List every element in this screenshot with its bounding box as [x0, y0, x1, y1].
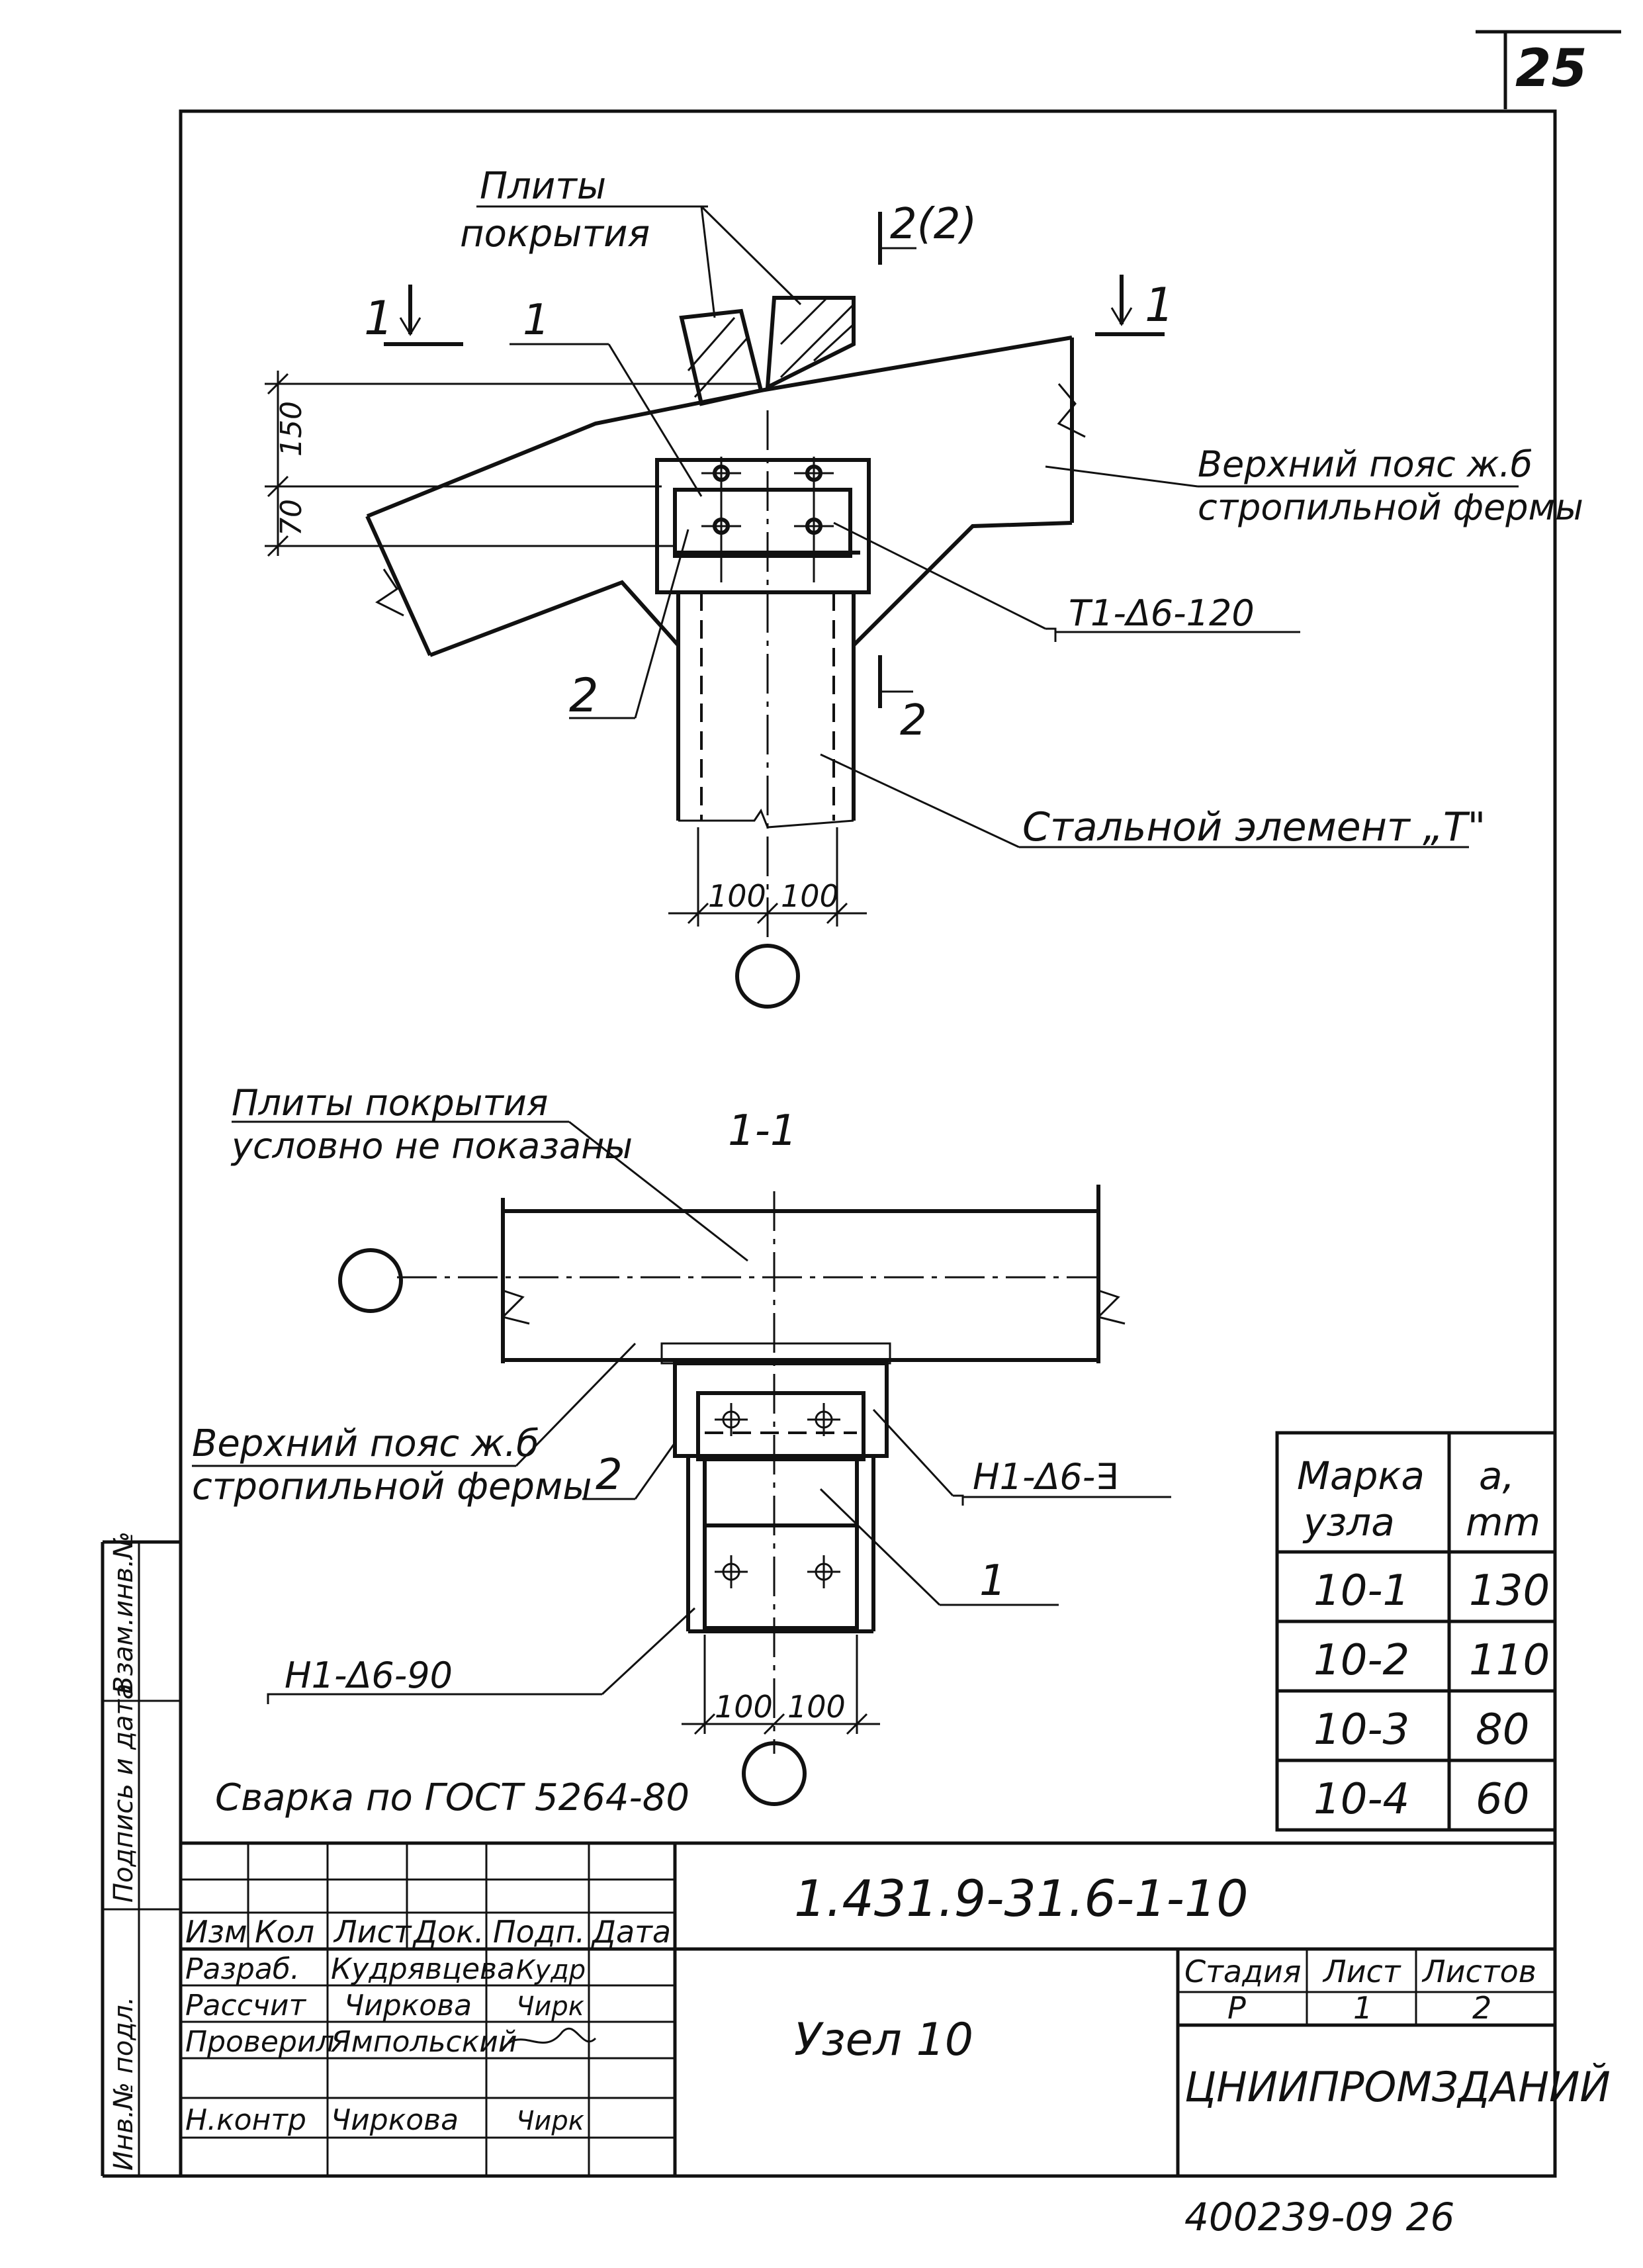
- side-stamp: Взам.инв.№ Подпись и дата Инв.№ подл.: [109, 1531, 139, 2171]
- role: Рассчит: [185, 1989, 306, 2022]
- dim-150: 150: [275, 401, 308, 457]
- footer-code: 400239-09 26: [1184, 2195, 1454, 2240]
- node-name: Узел 10: [794, 2014, 973, 2066]
- label-plates-1: Плиты: [480, 165, 606, 208]
- td-a: 60: [1476, 1775, 1529, 1824]
- weld-note: Сварка по ГОСТ 5264-80: [215, 1776, 689, 1819]
- th-mark-2: узла: [1302, 1500, 1395, 1545]
- signature: Чирк: [516, 2106, 584, 2136]
- th-sheet: Лист: [1322, 1954, 1401, 1989]
- th-sheets: Листов: [1421, 1954, 1536, 1989]
- label-chord-sec-1: Верхний пояс ж.б: [192, 1422, 539, 1465]
- label-chord-top-1: Верхний пояс ж.б: [1198, 443, 1532, 485]
- th-podp: Подп.: [493, 1914, 585, 1950]
- td-mark: 10-1: [1313, 1566, 1409, 1615]
- drawing-frame: [101, 109, 1557, 2178]
- cover-plates: [679, 296, 856, 406]
- dim-70: 70: [275, 499, 308, 536]
- title-block: Изм Кол Лист Док. Подп. Дата Разраб. Куд…: [181, 1841, 1611, 2176]
- label-h1-a: Н1-Δ6-∃: [973, 1456, 1118, 1498]
- section-1-1: 1-1 Плиты покрытия условно не показаны: [192, 1082, 1171, 1806]
- person: Чиркова: [344, 1989, 472, 2022]
- stamp-replaced: Взам.инв.№: [109, 1531, 139, 1694]
- axis-bubble-bottom: [742, 1741, 807, 1806]
- person: Кудрявцева: [331, 1952, 515, 1986]
- person: Чиркова: [331, 2103, 459, 2137]
- label-steel: Стальной элемент „Т": [1022, 804, 1486, 850]
- stage-value: Р: [1227, 1990, 1246, 2026]
- label-t1: Т1-Δ6-120: [1069, 592, 1255, 634]
- label-chord-top-2: стропильной фермы: [1198, 486, 1583, 528]
- sheets-value: 2: [1472, 1990, 1491, 2026]
- section-title: 1-1: [728, 1107, 797, 1156]
- label-plates-2: покрытия: [460, 212, 650, 255]
- pos-1-top: 1: [523, 296, 550, 345]
- label-h1-b: Н1-Δ6-90: [285, 1655, 453, 1696]
- stamp-signature: Подпись и дата: [109, 1684, 139, 1903]
- axis-bubble-left: [338, 1248, 403, 1313]
- signature: Чирк: [516, 1991, 584, 2022]
- section-2-bottom: 2: [900, 696, 927, 745]
- td-a: 130: [1469, 1566, 1550, 1615]
- sheet-number: 25: [1515, 39, 1587, 99]
- td-mark: 10-4: [1313, 1775, 1409, 1824]
- td-mark: 10-3: [1313, 1705, 1409, 1754]
- th-dok: Док.: [412, 1914, 484, 1950]
- th-stage: Стадия: [1184, 1954, 1301, 1989]
- pos-2-sec: 2: [596, 1451, 623, 1500]
- role: Н.контр: [185, 2103, 306, 2137]
- axis-bubble-top: [735, 944, 800, 1009]
- th-izm: Изм: [185, 1914, 247, 1950]
- bolts-section: [715, 1403, 840, 1588]
- td-a: 80: [1476, 1705, 1529, 1754]
- role: Проверил: [185, 2025, 335, 2059]
- dim-100-top-b: 100: [781, 878, 839, 914]
- td-mark: 10-2: [1313, 1636, 1409, 1685]
- th-mark-1: Марка: [1297, 1453, 1425, 1498]
- th-data: Дата: [591, 1914, 671, 1950]
- doc-code: 1.431.9-31.6-1-10: [794, 1869, 1249, 1928]
- signature-scribble: [502, 2027, 597, 2049]
- node-table: Марка узла a, mm 10-1 130 10-2 110 10-3 …: [1275, 1431, 1557, 1832]
- section-1-right: 1: [1145, 278, 1175, 332]
- dim-100-sec-a: 100: [715, 1689, 773, 1725]
- role: Разраб.: [185, 1952, 300, 1986]
- section-1-left: 1: [364, 291, 394, 345]
- pos-1-sec: 1: [979, 1557, 1006, 1606]
- person: Ямпольский: [330, 2025, 517, 2059]
- sheet-number-box: 25: [1476, 30, 1621, 109]
- label-chord-sec-2: стропильной фермы: [192, 1465, 592, 1508]
- top-view: 150 70 Плиты покрытия 2(2) 1 1 1 2 2: [265, 165, 1583, 1009]
- th-list: Лист: [333, 1914, 412, 1950]
- bolts: [701, 457, 834, 582]
- th-a-1: a,: [1479, 1453, 1515, 1498]
- sheet-value: 1: [1353, 1990, 1372, 2026]
- td-a: 110: [1469, 1636, 1550, 1685]
- pos-2-top: 2: [569, 668, 599, 723]
- dim-100-sec-b: 100: [787, 1689, 846, 1725]
- signature: Кудр: [516, 1955, 586, 1985]
- dim-100-top-a: 100: [708, 878, 766, 914]
- label-plates-cond-1: Плиты покрытия: [232, 1082, 548, 1124]
- th-kol: Кол: [255, 1914, 314, 1950]
- organization: ЦНИИПРОМЗДАНИЙ: [1184, 2062, 1611, 2111]
- section-2-2: 2(2): [890, 200, 977, 249]
- stamp-inventory: Инв.№ подл.: [109, 1997, 139, 2171]
- label-plates-cond-2: условно не показаны: [230, 1125, 633, 1167]
- th-a-2: mm: [1466, 1500, 1540, 1545]
